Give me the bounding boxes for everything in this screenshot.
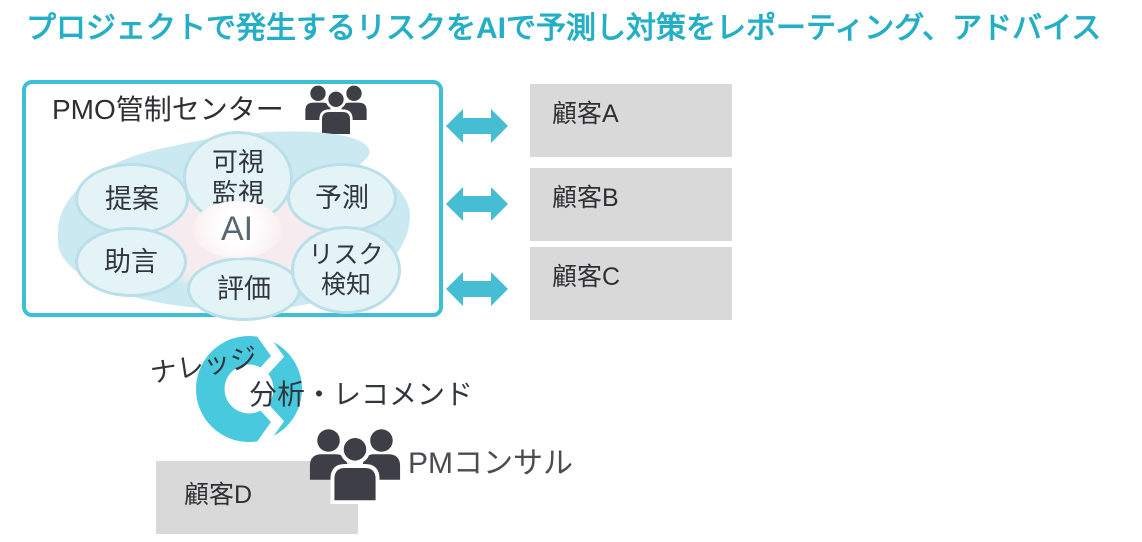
- bubble-proposal: 提案: [75, 163, 189, 235]
- double-arrow-icon: [446, 187, 508, 221]
- page-title: プロジェクトで発生するリスクをAIで予測し対策をレポーティング、アドバイス: [26, 12, 1102, 45]
- double-arrow-icon: [446, 272, 508, 306]
- bubble-risk-detection: リスク 検知: [291, 226, 401, 314]
- customer-label: 顧客D: [184, 481, 253, 509]
- customer-label: 顧客C: [552, 263, 621, 291]
- analysis-recommend-label: 分析・レコメンド: [249, 379, 474, 410]
- bubble-predict: 予測: [287, 163, 397, 233]
- customer-label: 顧客B: [552, 184, 619, 212]
- bubble-advice: 助言: [75, 227, 187, 297]
- double-arrow-icon: [446, 109, 508, 143]
- pmo-center-title: PMO管制センター: [52, 94, 284, 125]
- people-group-icon: [307, 427, 403, 504]
- pm-consultant-label: PMコンサル: [408, 447, 573, 480]
- people-group-icon: [304, 84, 368, 136]
- customer-label: 顧客A: [552, 100, 619, 128]
- customer-box-c: 顧客C: [530, 247, 732, 320]
- bubble-evaluate: 評価: [187, 257, 301, 321]
- customer-box-a: 顧客A: [530, 84, 732, 157]
- customer-box-b: 顧客B: [530, 168, 732, 241]
- cycle-arrows-icon: [196, 336, 302, 442]
- ai-core-bubble: AI: [192, 201, 282, 258]
